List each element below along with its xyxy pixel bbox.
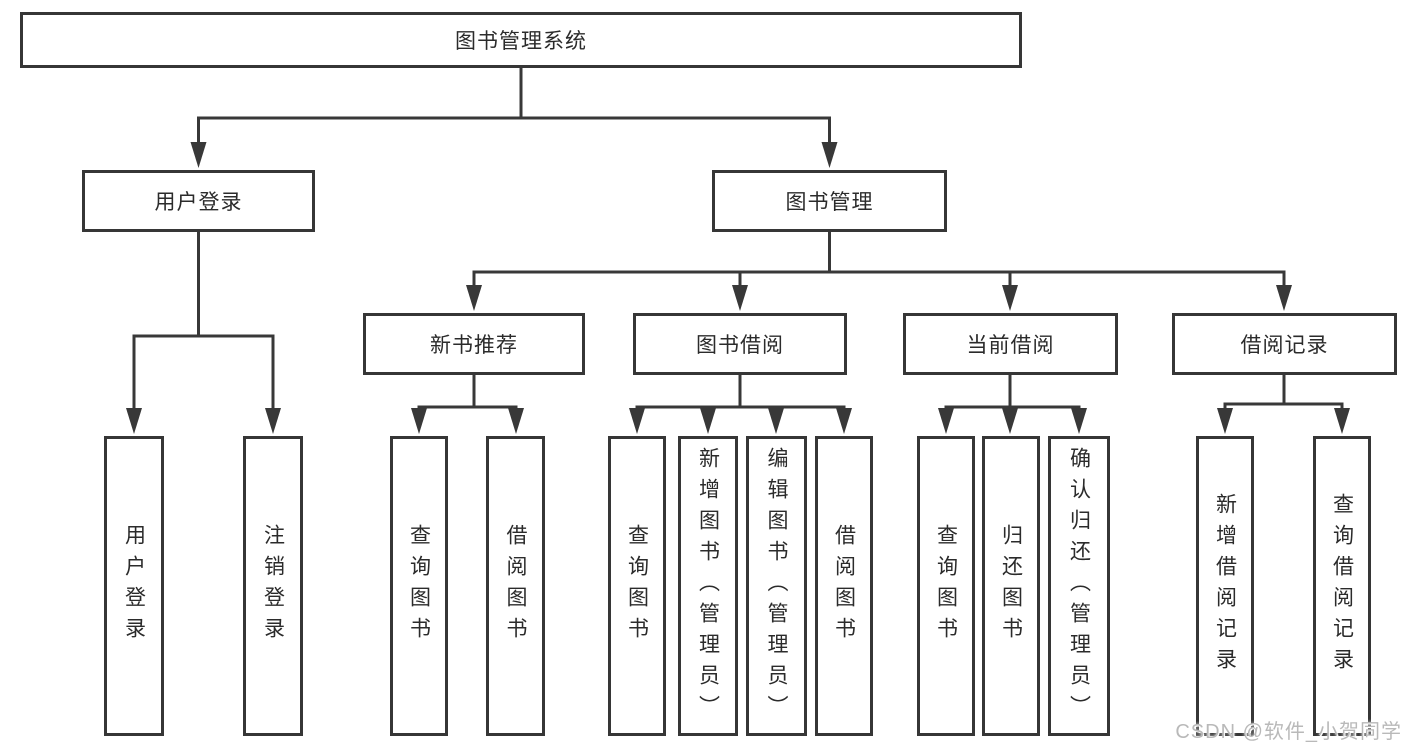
leaf-query-book-borrow-label: 查询图书: [625, 524, 649, 648]
leaf-confirm-return-admin-label: 确认归还（管理员）: [1067, 446, 1091, 726]
leaf-query-borrow-record-label: 查询借阅记录: [1330, 493, 1354, 679]
leaf-user-login-label: 用户登录: [122, 524, 146, 648]
csdn-watermark: CSDN @软件_小贺同学: [1175, 721, 1402, 743]
node-root-label: 图书管理系统: [455, 30, 587, 53]
node-current-borrow: 当前借阅: [903, 313, 1118, 375]
node-book-borrow-label: 图书借阅: [696, 334, 784, 357]
leaf-edit-book-admin-label: 编辑图书（管理员）: [765, 446, 788, 726]
node-user-login: 用户登录: [82, 170, 315, 232]
leaf-return-book-label: 归还图书: [999, 524, 1023, 648]
node-book-management: 图书管理: [712, 170, 947, 232]
leaf-user-login: 用户登录: [104, 436, 164, 736]
node-user-login-label: 用户登录: [154, 191, 243, 214]
node-new-book-recommend-label: 新书推荐: [430, 334, 518, 357]
leaf-add-borrow-record: 新增借阅记录: [1196, 436, 1254, 736]
leaf-query-book-current: 查询图书: [917, 436, 975, 736]
leaf-borrow-book-label: 借阅图书: [832, 524, 856, 648]
leaf-query-book-borrow: 查询图书: [608, 436, 666, 736]
node-current-borrow-label: 当前借阅: [966, 334, 1055, 357]
leaf-query-book-recommend: 查询图书: [390, 436, 448, 736]
node-borrow-record-label: 借阅记录: [1240, 334, 1329, 357]
arrowheads: [126, 142, 1350, 434]
leaf-borrow-book: 借阅图书: [815, 436, 873, 736]
leaf-edit-book-admin: 编辑图书（管理员）: [746, 436, 807, 736]
leaf-query-book-recommend-label: 查询图书: [407, 524, 431, 648]
leaf-add-book-admin: 新增图书（管理员）: [678, 436, 738, 736]
node-root: 图书管理系统: [20, 12, 1022, 68]
leaf-logout-label: 注销登录: [261, 524, 285, 648]
leaf-borrow-book-recommend-label: 借阅图书: [504, 524, 527, 648]
leaf-borrow-book-recommend: 借阅图书: [486, 436, 545, 736]
leaf-logout: 注销登录: [243, 436, 303, 736]
node-book-management-label: 图书管理: [785, 191, 874, 214]
leaf-return-book: 归还图书: [982, 436, 1040, 736]
leaf-query-borrow-record: 查询借阅记录: [1313, 436, 1371, 736]
leaf-add-book-admin-label: 新增图书（管理员）: [696, 446, 720, 726]
leaf-query-book-current-label: 查询图书: [934, 524, 958, 648]
leaf-add-borrow-record-label: 新增借阅记录: [1213, 493, 1237, 679]
node-borrow-record: 借阅记录: [1172, 313, 1397, 375]
leaf-confirm-return-admin: 确认归还（管理员）: [1048, 436, 1110, 736]
node-book-borrow: 图书借阅: [633, 313, 847, 375]
node-new-book-recommend: 新书推荐: [363, 313, 585, 375]
